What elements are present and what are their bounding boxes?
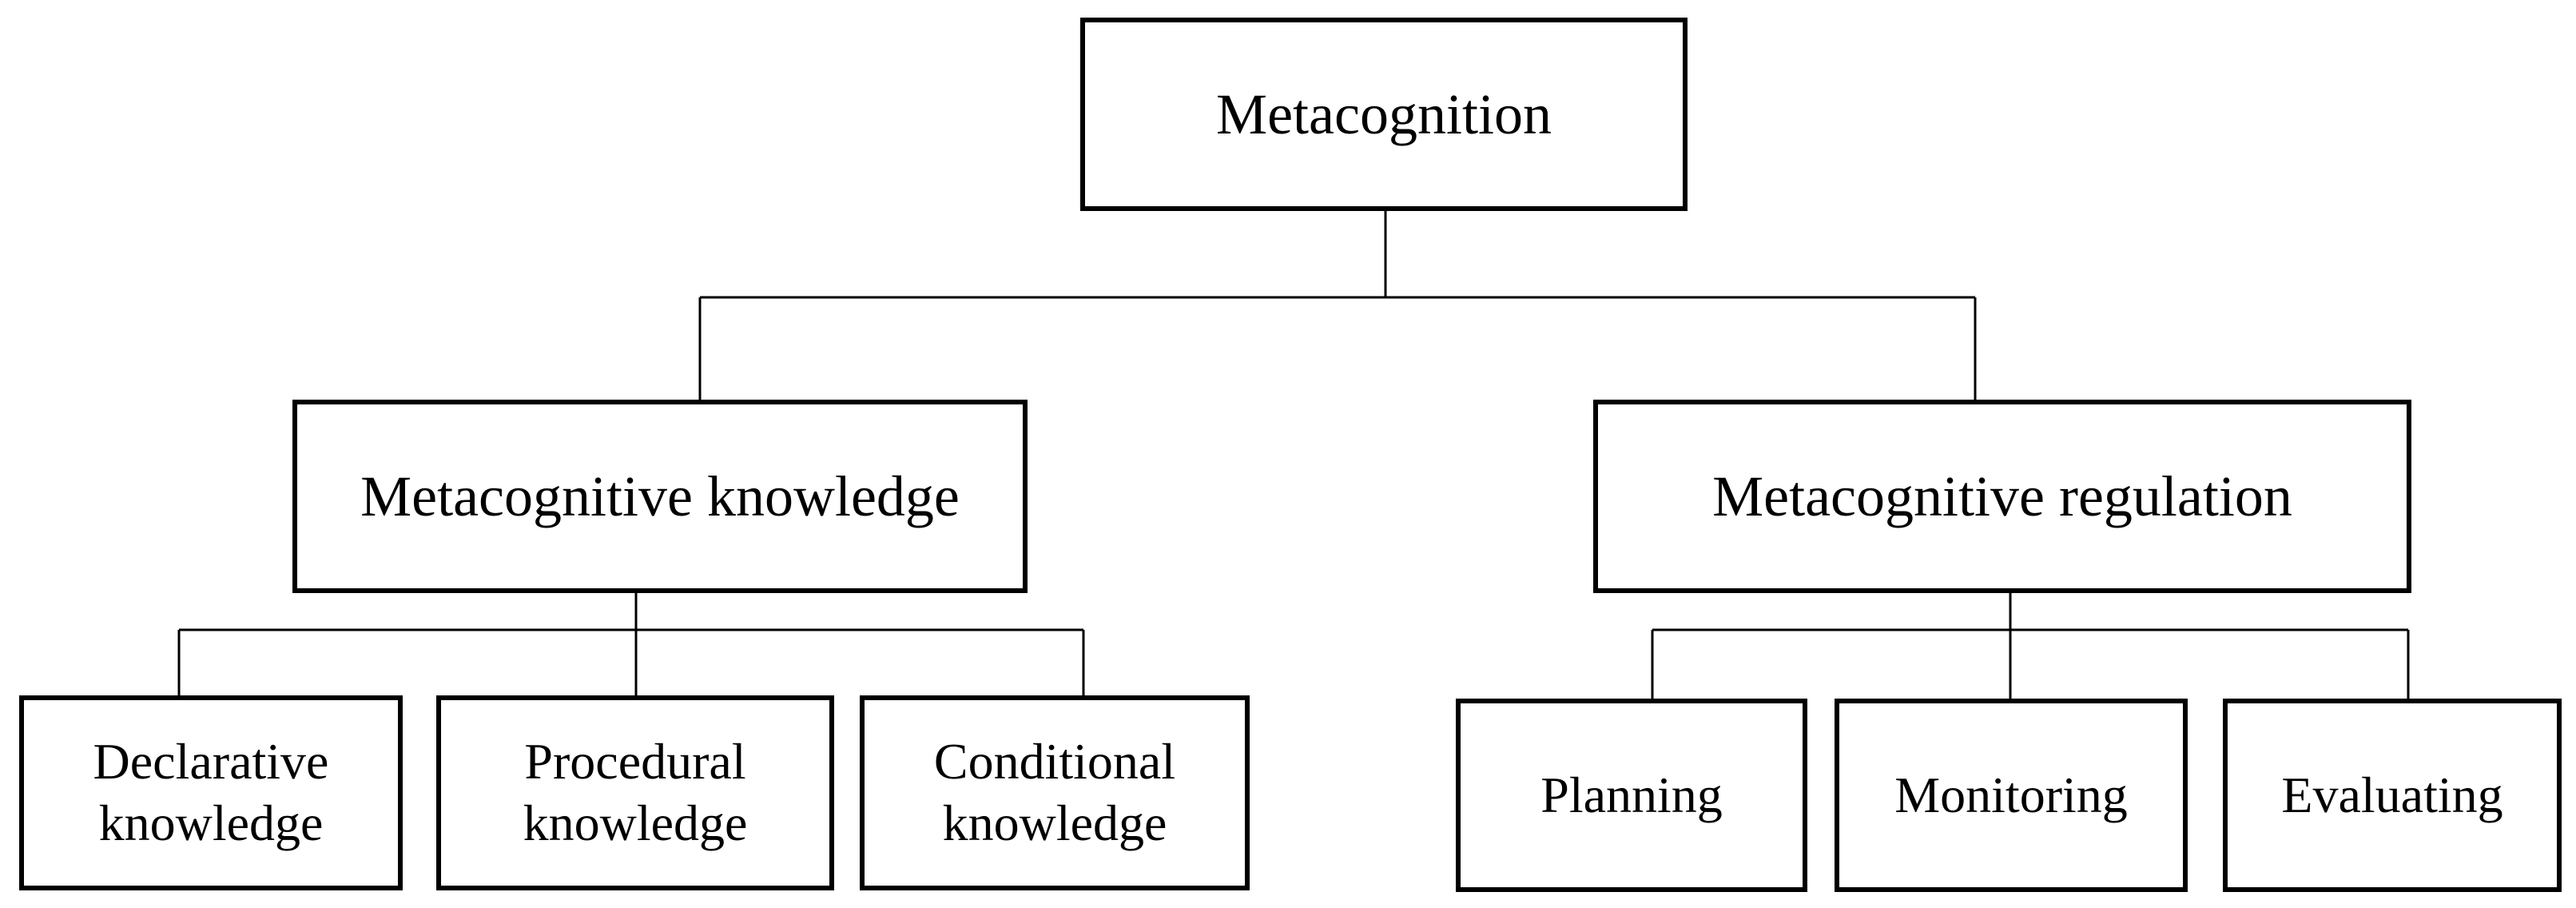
- node-monitoring: Monitoring: [1835, 699, 2188, 892]
- node-evaluating: Evaluating: [2223, 699, 2562, 892]
- node-metacognition-label: Metacognition: [1216, 82, 1552, 146]
- node-procedural-knowledge: Procedural knowledge: [436, 695, 834, 890]
- node-metacognitive-regulation-label: Metacognitive regulation: [1712, 464, 2292, 528]
- node-evaluating-label: Evaluating: [2281, 766, 2503, 823]
- node-planning: Planning: [1456, 699, 1807, 892]
- node-metacognition: Metacognition: [1080, 18, 1688, 211]
- node-declarative-label-line2: knowledge: [98, 794, 324, 851]
- node-metacognitive-knowledge-label: Metacognitive knowledge: [360, 464, 960, 528]
- node-procedural-label-line2: knowledge: [523, 794, 748, 851]
- node-monitoring-label: Monitoring: [1894, 766, 2128, 823]
- node-metacognitive-knowledge: Metacognitive knowledge: [292, 400, 1028, 593]
- node-metacognitive-regulation: Metacognitive regulation: [1593, 400, 2411, 593]
- node-conditional-label-line2: knowledge: [942, 794, 1167, 851]
- node-conditional-label-line1: Conditional: [933, 733, 1176, 791]
- node-declarative-knowledge: Declarative knowledge: [19, 695, 403, 890]
- node-conditional-knowledge: Conditional knowledge: [860, 695, 1250, 890]
- node-planning-label: Planning: [1540, 766, 1723, 823]
- node-declarative-label-line1: Declarative: [93, 733, 329, 791]
- node-procedural-label-line1: Procedural: [524, 733, 746, 791]
